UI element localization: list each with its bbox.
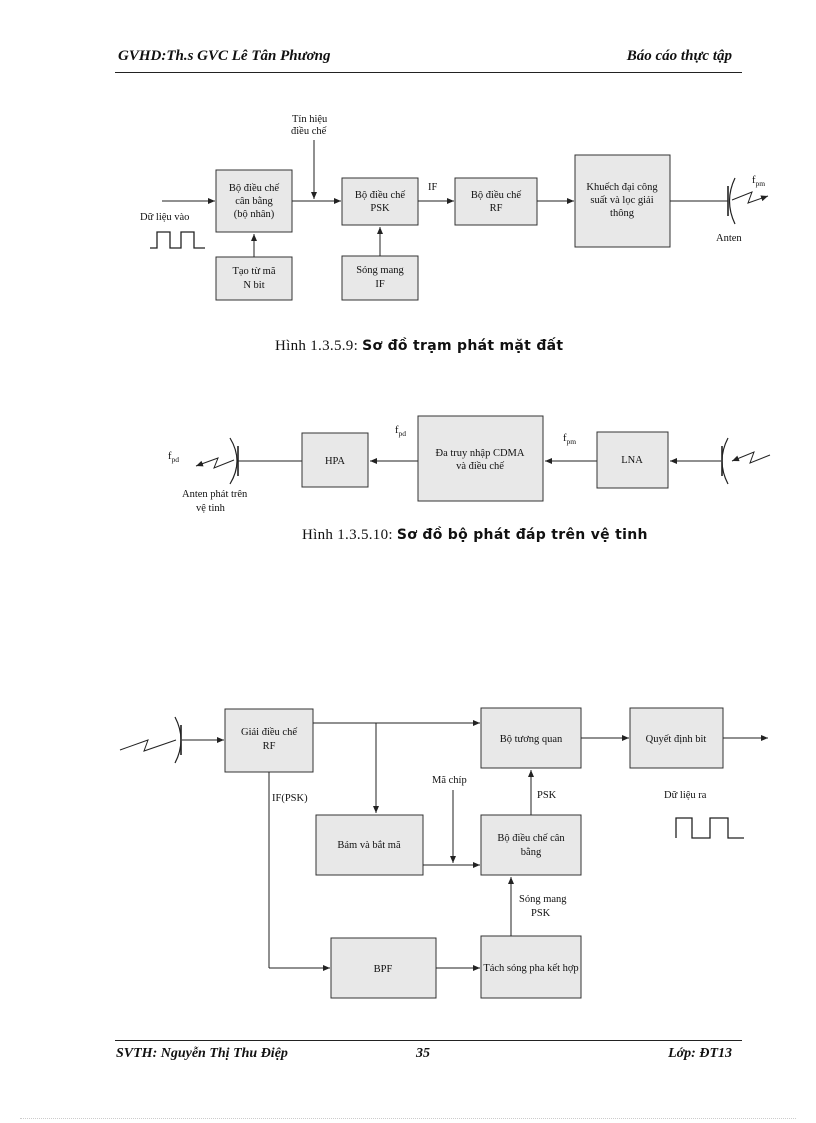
lna-box xyxy=(596,431,669,489)
rx-input-antenna-icon xyxy=(119,716,182,764)
svg-text:(bộ nhân): (bộ nhân) xyxy=(234,209,275,220)
tx-antenna-icon xyxy=(195,437,239,485)
power-amplifier-box xyxy=(574,154,671,248)
header-report-title: Báo cáo thực tập xyxy=(626,48,732,64)
svg-text:IF: IF xyxy=(375,279,384,290)
footer-rule xyxy=(115,1040,742,1041)
antenna-label: Anten xyxy=(716,233,742,244)
code-tracking-box xyxy=(315,814,424,876)
rx-antenna-icon xyxy=(721,437,771,485)
svg-text:Tạo từ mã: Tạo từ mã xyxy=(232,266,275,277)
svg-text:N bit: N bit xyxy=(243,280,264,291)
svg-text:Bộ tương quan: Bộ tương quan xyxy=(500,734,563,745)
svg-text:Bộ điều chế: Bộ điều chế xyxy=(471,190,521,201)
rf-demodulator-box xyxy=(224,708,314,773)
svg-text:Đa truy nhập CDMA: Đa truy nhập CDMA xyxy=(436,448,525,459)
psk-modulator-box xyxy=(341,177,419,226)
figure-1-caption: Hình 1.3.5.9: Sơ đồ trạm phát mặt đất xyxy=(275,338,564,354)
svg-text:Quyết định bit: Quyết định bit xyxy=(646,734,707,745)
output-data-label: Dữ liệu ra xyxy=(664,790,707,801)
fpm-label: fpm xyxy=(752,175,765,188)
svg-text:Sóng mang: Sóng mang xyxy=(356,265,404,276)
svg-text:IF(PSK): IF(PSK) xyxy=(272,793,308,804)
svg-text:suất và lọc giải: suất và lọc giải xyxy=(590,195,653,206)
svg-text:Mã chíp: Mã chíp xyxy=(432,775,467,786)
svg-text:BPF: BPF xyxy=(374,964,393,975)
svg-text:PSK: PSK xyxy=(537,790,557,801)
svg-text:Bộ điều chế cân: Bộ điều chế cân xyxy=(497,833,565,844)
svg-text:cân bằng: cân bằng xyxy=(235,196,273,207)
rf-modulator-box xyxy=(454,177,538,226)
svg-text:Tín hiệu: Tín hiệu xyxy=(292,114,328,125)
svg-text:PSK: PSK xyxy=(531,908,551,919)
balanced-modulator-box xyxy=(215,169,293,233)
svg-text:điều chế: điều chế xyxy=(291,126,327,137)
fpd-mid-label: fpd xyxy=(395,425,406,438)
hpa-box xyxy=(301,432,369,488)
figure-receiver: Giải điều chế RF Bộ tương quan Quyết địn… xyxy=(119,707,768,999)
code-generator-box xyxy=(215,256,293,301)
page-number: 35 xyxy=(416,1046,430,1061)
footer-student: SVTH: Nguyễn Thị Thu Điệp xyxy=(116,1046,288,1061)
fpd-left-label: fpd xyxy=(168,451,179,464)
cdma-box xyxy=(417,415,544,502)
fpm-mid-label: fpm xyxy=(563,433,576,446)
phase-detector-box xyxy=(480,935,582,999)
svg-text:Giải điều chế: Giải điều chế xyxy=(241,727,297,738)
bpf-box xyxy=(330,937,437,999)
figure-2-caption: Hình 1.3.5.10: Sơ đồ bộ phát đáp trên vệ… xyxy=(302,527,648,543)
figure-ground-station: Dữ liệu vào Bộ điều chế cân bằng (bộ nhâ… xyxy=(140,114,769,301)
svg-text:Anten phát trên: Anten phát trên xyxy=(182,489,248,500)
header-instructor: GVHD:Th.s GVC Lê Tân Phương xyxy=(118,48,331,64)
balanced-modulator-rx-box xyxy=(480,814,582,876)
page-bottom-dotted-line xyxy=(20,1118,796,1119)
footer-class: Lớp: ĐT13 xyxy=(668,1046,732,1061)
svg-text:thông: thông xyxy=(610,208,635,219)
antenna-icon xyxy=(727,177,769,225)
correlator-box xyxy=(480,707,582,769)
svg-text:Sóng mang: Sóng mang xyxy=(519,894,567,905)
svg-text:HPA: HPA xyxy=(325,456,345,467)
figure-satellite-transponder: fpd Anten phát trên vệ tinh HPA fpd Đa t… xyxy=(168,415,771,514)
svg-text:bằng: bằng xyxy=(521,847,542,858)
svg-text:Bộ điều chế: Bộ điều chế xyxy=(355,190,405,201)
svg-text:Tách sóng pha kết hợp: Tách sóng pha kết hợp xyxy=(483,963,578,974)
if-label: IF xyxy=(428,182,437,193)
svg-text:Bám và bắt mã: Bám và bắt mã xyxy=(337,840,401,851)
svg-text:RF: RF xyxy=(490,203,503,214)
svg-text:vệ tinh: vệ tinh xyxy=(196,503,226,514)
svg-text:LNA: LNA xyxy=(621,455,643,466)
input-pulse-icon xyxy=(150,231,205,249)
if-carrier-box xyxy=(341,255,419,301)
svg-text:Khuếch đại công: Khuếch đại công xyxy=(586,182,658,193)
bit-decision-box xyxy=(629,707,724,769)
svg-text:PSK: PSK xyxy=(370,203,390,214)
svg-text:RF: RF xyxy=(263,741,276,752)
svg-text:và điều chế: và điều chế xyxy=(456,461,504,472)
header-rule xyxy=(115,72,742,73)
input-data-label: Dữ liệu vào xyxy=(140,212,189,223)
svg-text:Bộ điều chế: Bộ điều chế xyxy=(229,183,279,194)
output-pulse-icon xyxy=(675,817,744,839)
